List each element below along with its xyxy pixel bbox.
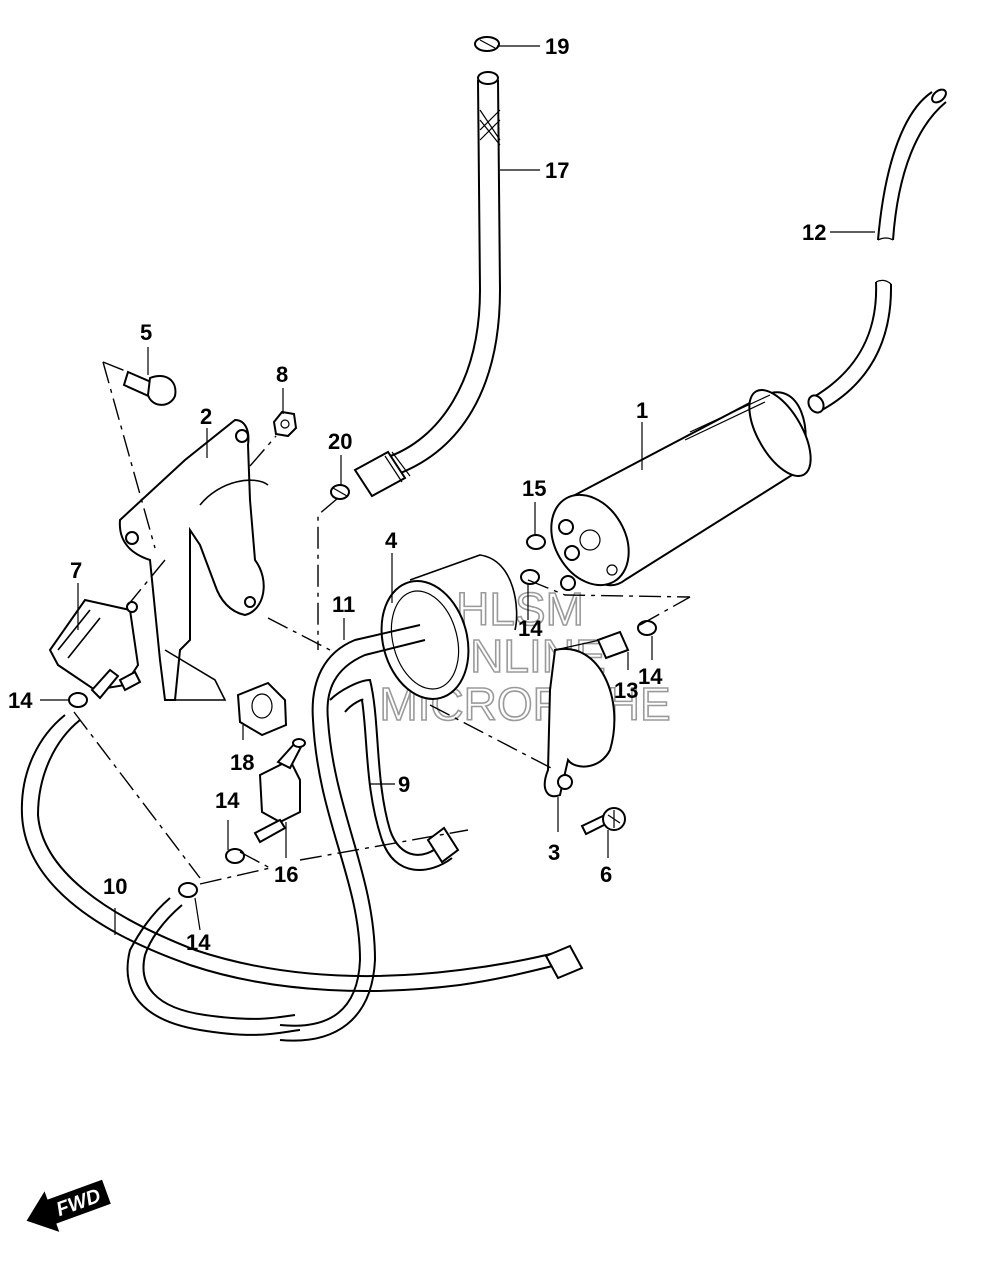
callout-8: 8 (276, 362, 288, 387)
callout-10: 10 (103, 874, 127, 899)
part-3-bracket[interactable] (543, 639, 616, 798)
callout-1: 1 (636, 398, 648, 423)
part-14-clamp-mid[interactable] (225, 848, 245, 864)
part-14-clamp-lower[interactable] (178, 882, 198, 898)
part-20-clamp[interactable] (330, 484, 350, 500)
part-19-clamp[interactable] (474, 36, 500, 52)
part-11-hose[interactable] (279, 624, 426, 1042)
callout-2: 2 (200, 404, 212, 429)
callout-20: 20 (328, 429, 352, 454)
callout-14-left: 14 (8, 688, 33, 713)
callout-3: 3 (548, 840, 560, 865)
part-15-clamp[interactable] (526, 534, 546, 550)
callout-6: 6 (600, 862, 612, 887)
callout-15: 15 (522, 476, 546, 501)
callout-11: 11 (332, 592, 355, 617)
fwd-arrow: FWD (26, 1179, 111, 1232)
part-7-valve[interactable] (48, 598, 142, 700)
part-6-screw[interactable] (580, 807, 626, 836)
leader-lines (40, 45, 875, 935)
fwd-arrow-shape (26, 1179, 111, 1232)
part-17-hose[interactable] (353, 71, 502, 498)
part-18-grommet[interactable] (236, 681, 288, 737)
callout-17: 17 (545, 158, 569, 183)
part-14-clamp-canister[interactable] (520, 569, 540, 585)
part-5-bolt[interactable] (122, 370, 177, 406)
callout-9: 9 (398, 772, 410, 797)
callout-12: 12 (802, 220, 826, 245)
part-12-hose[interactable] (805, 87, 948, 415)
callout-4: 4 (385, 528, 398, 553)
watermark-line-1: HLSM (456, 583, 584, 635)
callout-7: 7 (70, 558, 82, 583)
part-13-hose[interactable] (596, 630, 630, 660)
part-2-bracket[interactable] (118, 418, 269, 701)
callout-16: 16 (274, 862, 298, 887)
callout-14-canister: 14 (518, 616, 543, 641)
callout-14-right: 14 (638, 664, 663, 689)
reference-lines (73, 361, 691, 885)
part-14-clamp-right[interactable] (637, 620, 657, 636)
part-10-hose[interactable] (20, 714, 584, 1036)
fwd-label: FWD (53, 1185, 103, 1221)
part-9-hose[interactable] (329, 678, 460, 871)
callout-13: 13 (614, 678, 638, 703)
callout-19: 19 (545, 34, 569, 59)
callouts: 19 17 12 5 8 1 2 20 15 4 7 11 14 14 13 1… (8, 34, 826, 955)
callout-14-mid: 14 (215, 788, 240, 813)
part-8-nut[interactable] (272, 410, 298, 438)
callout-14-lower: 14 (186, 930, 211, 955)
callout-18: 18 (230, 750, 254, 775)
part-14-clamp-left[interactable] (68, 692, 88, 708)
callout-5: 5 (140, 320, 152, 345)
part-16-check-valve[interactable] (253, 738, 306, 844)
part-1-canister[interactable] (536, 380, 823, 599)
